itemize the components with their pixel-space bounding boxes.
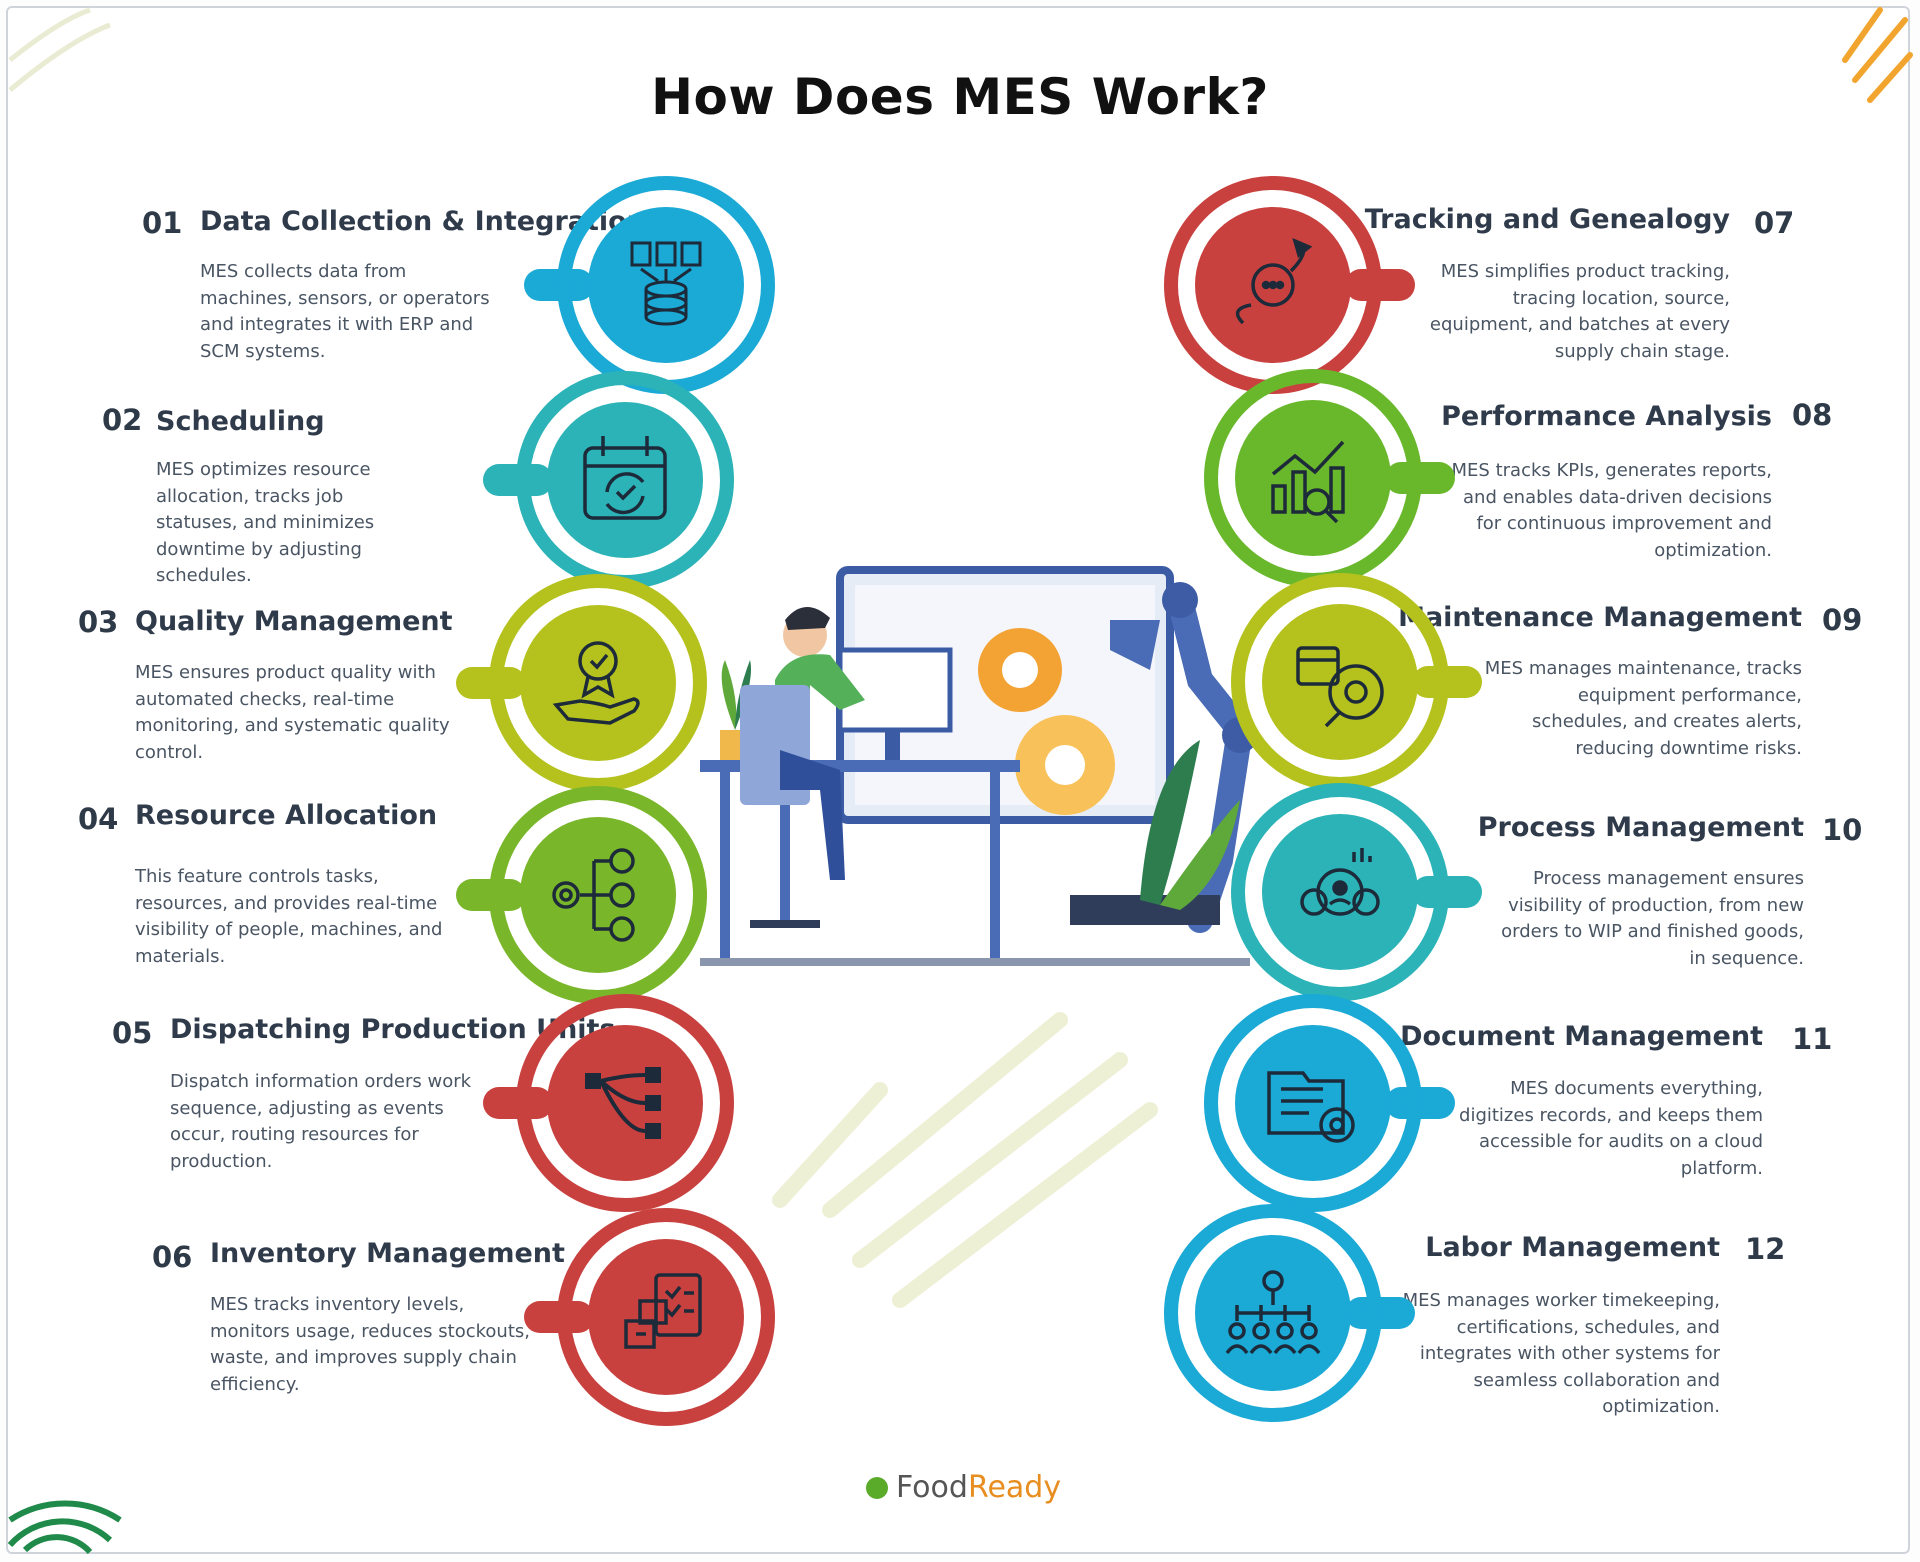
step-number: 07 — [1754, 206, 1795, 240]
step-number: 03 — [78, 605, 119, 639]
step-number: 12 — [1745, 1232, 1786, 1266]
step-description: Process management ensures visibility of… — [1501, 868, 1804, 969]
step-number: 11 — [1792, 1022, 1833, 1056]
step-number: 04 — [78, 802, 119, 836]
step-description: MES optimizes resource allocation, track… — [156, 459, 375, 586]
step-title: Scheduling — [156, 406, 325, 437]
step-description: MES tracks inventory levels, monitors us… — [210, 1294, 530, 1395]
step-description: MES manages maintenance, tracks equipmen… — [1484, 658, 1802, 759]
apple-icon — [866, 1477, 888, 1499]
step-number: 02 — [102, 403, 143, 437]
document-folder-gear-icon — [1204, 994, 1455, 1212]
step-title: Process Management — [1477, 812, 1804, 843]
brand-ready: Ready — [967, 1470, 1062, 1505]
step-number: 08 — [1792, 398, 1833, 432]
step-title: Quality Management — [135, 606, 453, 637]
process-gears-icon — [1231, 783, 1482, 1001]
step-number: 06 — [152, 1240, 193, 1274]
clipboard-boxes-icon — [524, 1208, 775, 1426]
step-description: MES documents everything, digitizes reco… — [1459, 1078, 1763, 1179]
step-title: Inventory Management — [210, 1238, 565, 1269]
flow-network-icon — [483, 994, 734, 1212]
step-number: 10 — [1822, 813, 1863, 847]
step-description: MES manages worker timekeeping, certific… — [1402, 1290, 1720, 1417]
step-title: Labor Management — [1425, 1232, 1720, 1263]
maintenance-gear-icon — [1231, 573, 1482, 791]
step-number: 01 — [142, 206, 183, 240]
worker-computer-illustration — [700, 566, 1258, 966]
step-title: Document Management — [1400, 1021, 1763, 1052]
page-title: How Does MES Work? — [651, 68, 1269, 126]
step-number: 05 — [112, 1016, 153, 1050]
foodready-logo: FoodReady — [866, 1470, 1061, 1505]
step-title: Performance Analysis — [1441, 401, 1772, 432]
step-description: MES ensures product quality with automat… — [135, 662, 450, 763]
analytics-chart-icon — [1204, 369, 1455, 587]
step-description: MES collects data from machines, sensors… — [200, 261, 490, 362]
step-title: Tracking and Genealogy — [1364, 204, 1730, 235]
step-description: Dispatch information orders work sequenc… — [170, 1071, 472, 1172]
step-description: MES simplifies product tracking, tracing… — [1429, 261, 1730, 362]
quality-badge-hand-icon — [456, 574, 707, 792]
step-title: Resource Allocation — [135, 800, 438, 831]
step-number: 09 — [1822, 603, 1863, 637]
step-description: This feature controls tasks, resources, … — [135, 866, 443, 967]
brand-food: Food — [896, 1470, 968, 1505]
step-title: Maintenance Management — [1398, 602, 1802, 633]
team-hierarchy-icon — [1164, 1204, 1415, 1422]
gear-resources-icon — [456, 786, 707, 1004]
step-description: MES tracks KPIs, generates reports, and … — [1451, 460, 1772, 561]
